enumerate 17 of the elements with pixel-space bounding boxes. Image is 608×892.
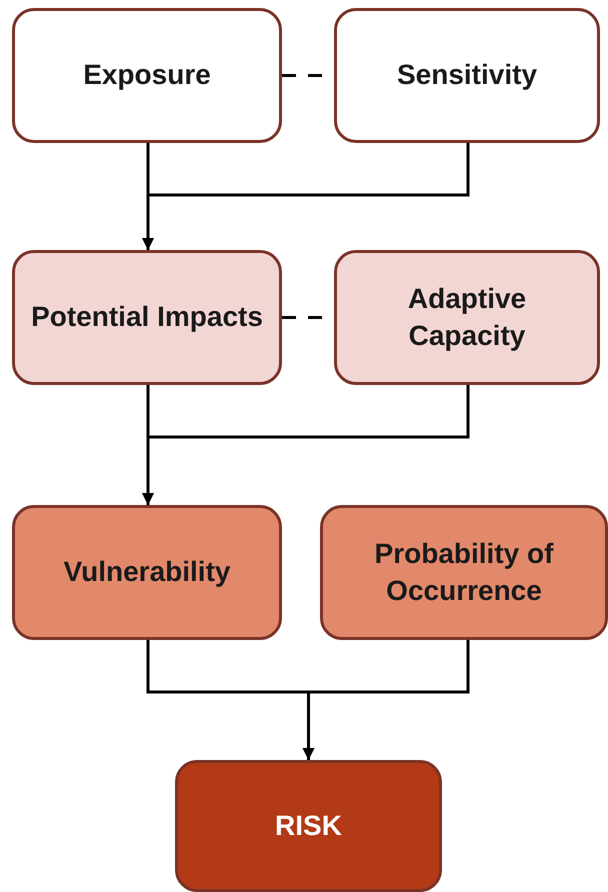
node-label: Probability of Occurrence <box>374 537 554 608</box>
arrow <box>142 385 470 505</box>
process-box <box>12 8 282 143</box>
node-label: Sensitivity <box>396 58 538 92</box>
process-box <box>175 760 442 892</box>
process-box <box>320 505 608 640</box>
node-label: Vulnerability <box>63 555 230 590</box>
node-label: Exposure <box>83 58 211 92</box>
process-box <box>334 8 600 143</box>
process-box <box>12 505 282 640</box>
node-label: Adaptive Capacity <box>406 282 528 353</box>
process-box <box>12 250 282 385</box>
node-label: RISK <box>275 808 342 843</box>
arrow <box>302 640 470 760</box>
process-box <box>334 250 600 385</box>
arrow <box>142 143 470 250</box>
node-label: Potential Impacts <box>31 300 263 334</box>
